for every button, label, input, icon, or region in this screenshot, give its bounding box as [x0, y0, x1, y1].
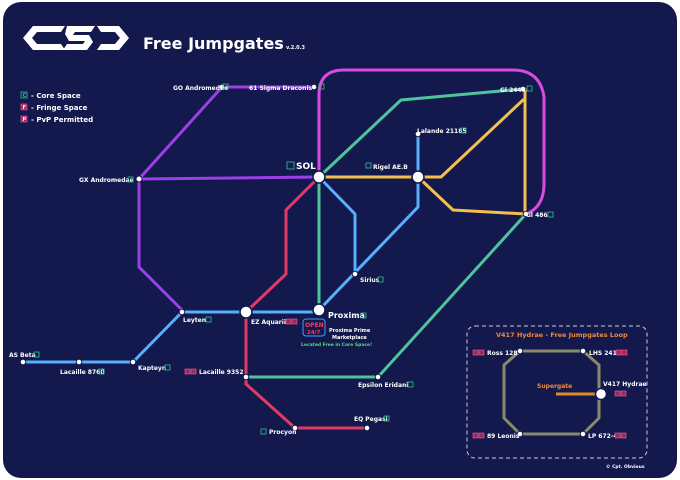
- label-procyon: Procyon: [269, 429, 296, 436]
- svg-text:24/7: 24/7: [307, 330, 321, 336]
- label-v417-hydrae: V417 Hydrae: [603, 381, 647, 388]
- legend-fringe: - Fringe Space: [31, 104, 88, 112]
- teal-route-sol-gl2448: [317, 87, 525, 179]
- node-lacaille-8760[interactable]: [75, 358, 83, 366]
- svg-text:C: C: [23, 93, 27, 99]
- jumpgate-map: Free Jumpgates v.2.0.3 C - Core Space F …: [9, 26, 648, 470]
- open-sign-icon: OPEN 24/7: [302, 318, 326, 337]
- svg-text:P: P: [23, 117, 27, 123]
- map-frame: Free Jumpgates v.2.0.3 C - Core Space F …: [3, 2, 677, 478]
- label-supergate: Supergate: [537, 383, 572, 390]
- label-lacaille-9352: Lacaille 9352: [199, 369, 244, 376]
- label-kapteyn: Kapteyn: [138, 365, 166, 372]
- gold-route-rigel-gl2448: [416, 98, 525, 179]
- purple-route-gx-sol: [137, 175, 321, 181]
- blue-route-lalande-proxima: [317, 132, 420, 312]
- node-lp-672-4[interactable]: [579, 430, 587, 438]
- inset-loop: V417 Hydrae - Free Jumpgates Loop Ross 1…: [466, 325, 648, 459]
- label-ez-aquarii: EZ Aquarii: [251, 319, 286, 326]
- label-gl-486: Gl 486: [526, 212, 548, 219]
- node-sirius[interactable]: [351, 270, 359, 278]
- legend-pvp: - PvP Permitted: [31, 116, 93, 124]
- node-ross-128[interactable]: [516, 347, 524, 355]
- label-lacaille-8760: Lacaille 8760: [60, 369, 105, 376]
- node-eq-pegasi[interactable]: [363, 424, 371, 432]
- purple-route-gx-leyten: [137, 177, 184, 312]
- node-lhs-2412[interactable]: [579, 347, 587, 355]
- node-gl-2448[interactable]: [519, 85, 527, 93]
- label-proxima: Proxima: [328, 311, 365, 320]
- label-proxima-sub1: Proxima Prime: [329, 328, 371, 334]
- label-sirius: Sirius: [360, 277, 380, 284]
- csd-logo: [23, 26, 129, 50]
- label-proxima-note: Located Free in Core Space!: [301, 342, 372, 348]
- label-gx-andromedae: GX Andromedae: [79, 177, 134, 184]
- node-epsilon-eridani[interactable]: [374, 373, 382, 381]
- magenta-route: [317, 68, 546, 216]
- label-rigel: Rigel AE.B: [373, 164, 408, 171]
- legend-core: - Core Space: [31, 92, 81, 100]
- label-sol: SOL: [296, 162, 316, 172]
- node-sol[interactable]: [312, 170, 326, 184]
- node-89-leonis[interactable]: [516, 430, 524, 438]
- purple-route-go-gx: [137, 85, 224, 181]
- legend: C - Core Space F - Fringe Space P - PvP …: [20, 91, 93, 124]
- node-kapteyn[interactable]: [129, 358, 137, 366]
- node-as-beta[interactable]: [19, 358, 27, 366]
- blue-route-west: [21, 310, 321, 364]
- label-proxima-sub2: Marketplace: [332, 335, 367, 341]
- label-leyten: Leyten: [183, 317, 206, 324]
- app-title: Free Jumpgates: [143, 34, 284, 53]
- node-gl-486[interactable]: [522, 210, 530, 218]
- node-proxima[interactable]: [312, 303, 326, 317]
- version-label: v.2.0.3: [286, 45, 306, 51]
- node-procyon[interactable]: [291, 424, 299, 432]
- node-lalande[interactable]: [414, 130, 422, 138]
- label-eq-pegasi: EQ Pegasi: [354, 416, 388, 423]
- node-rigel[interactable]: [411, 170, 425, 184]
- credit-label: © Cpt. Obvious: [606, 464, 645, 470]
- label-gl-2448: Gl 2448: [500, 87, 526, 94]
- label-as-beta: AS Beta: [9, 352, 36, 359]
- label-lhs-2412: LHS 2412: [589, 350, 621, 357]
- node-gx-andromedae[interactable]: [135, 175, 143, 183]
- label-sigma-draconis: 61 Sigma Draconis: [249, 85, 312, 92]
- node-lacaille-9352[interactable]: [242, 373, 250, 381]
- node-sigma-draconis[interactable]: [310, 83, 318, 91]
- station-labels: GO Andromedae 61 Sigma Draconis GX Andro…: [9, 83, 554, 436]
- label-lp-672-4: LP 672-4: [588, 433, 618, 440]
- label-ross-128: Ross 128: [487, 350, 518, 357]
- node-ez-aquarii[interactable]: [239, 305, 253, 319]
- svg-text:OPEN: OPEN: [305, 322, 324, 329]
- label-go-andromedae: GO Andromedae: [173, 85, 228, 92]
- station-nodes: [19, 83, 530, 432]
- red-route-ez-eqpegasi: [244, 310, 369, 430]
- label-lalande: Lalande 21185: [417, 128, 467, 135]
- gold-route-rigel-gl486: [416, 175, 528, 216]
- label-89-leonis: 89 Leonis: [487, 433, 520, 440]
- route-lines: [21, 68, 546, 430]
- blue-route-sol-sirius: [317, 175, 357, 276]
- label-epsilon-eridani: Epsilon Eridani: [358, 382, 408, 389]
- node-v417-hydrae[interactable]: [594, 387, 608, 401]
- inset-title: V417 Hydrae - Free Jumpgates Loop: [496, 331, 628, 339]
- svg-text:F: F: [23, 105, 26, 111]
- node-leyten[interactable]: [178, 308, 186, 316]
- red-route-sol-ez: [244, 175, 321, 314]
